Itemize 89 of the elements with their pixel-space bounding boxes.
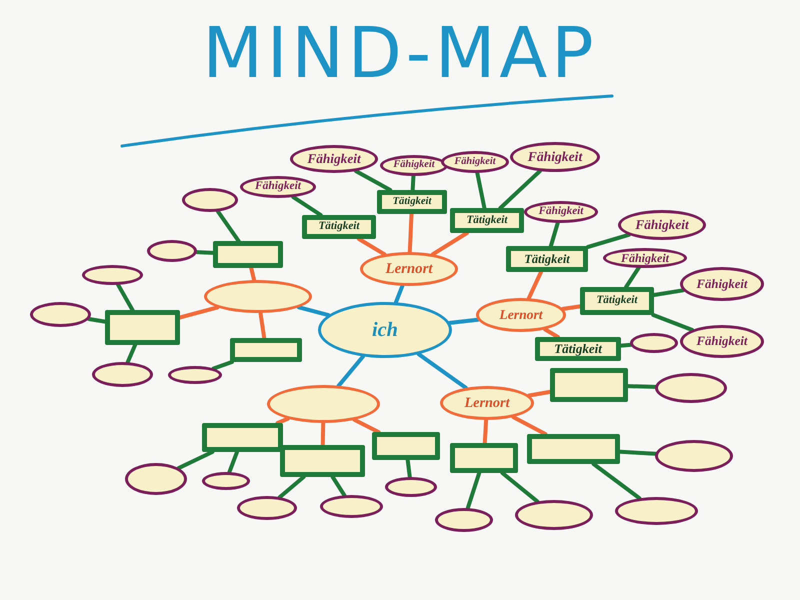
connector-line (330, 475, 346, 498)
connector-line (482, 418, 488, 445)
empty-box (550, 368, 628, 402)
activity-box (580, 287, 654, 315)
connector-line (406, 458, 412, 479)
connector-line (619, 342, 632, 348)
connector-line (626, 384, 658, 389)
activity-box (302, 215, 376, 239)
connector-line (276, 416, 290, 425)
skill-ellipse (441, 151, 509, 173)
connector-line (498, 169, 542, 210)
node-label: Tätigkeit (554, 342, 602, 356)
connector-line (291, 195, 323, 217)
connector-line (176, 450, 214, 470)
connector-line (410, 174, 416, 192)
connector-line (651, 313, 694, 332)
connector-line (618, 450, 658, 456)
connector-line (227, 450, 239, 474)
skill-ellipse (290, 145, 378, 173)
node-label: Lernort (386, 262, 432, 276)
connector-line (258, 311, 266, 340)
node-label: Fähigkeit (620, 252, 669, 264)
connector-line (320, 421, 326, 447)
connector-line (586, 232, 631, 249)
connector-line (212, 360, 234, 370)
node-label: Fähigkeit (696, 278, 748, 290)
node-label: Fähigkeit (393, 160, 435, 171)
skill-ellipse (380, 155, 448, 176)
empty-ellipse (125, 463, 187, 495)
connector-line (527, 390, 552, 398)
node-label: Fähigkeit (528, 150, 582, 164)
activity-box (450, 208, 524, 233)
connector-line (548, 221, 560, 248)
empty-ellipse (168, 366, 222, 384)
empty-ellipse (202, 472, 250, 490)
skill-ellipse (524, 201, 598, 223)
node-label: Lernort (499, 308, 543, 322)
activity-box (506, 246, 588, 272)
activity-box (377, 190, 447, 214)
node-label: Tätigkeit (596, 295, 638, 307)
empty-box (372, 432, 440, 460)
activity-box (535, 337, 621, 361)
title: MIND-MAP (201, 18, 599, 88)
empty-ellipse (82, 265, 143, 285)
node-label: Tätigkeit (318, 221, 360, 233)
empty-box (527, 434, 620, 464)
node-label: Tätigkeit (392, 196, 432, 208)
connector-line (216, 210, 241, 243)
empty-ellipse (237, 496, 297, 520)
node-label: ich (372, 320, 398, 340)
connector-line (178, 305, 220, 320)
empty-box (280, 445, 365, 477)
empty-box (105, 310, 180, 345)
skill-ellipse (680, 325, 764, 358)
node-label: Tätigkeit (466, 214, 508, 226)
empty-ellipse (30, 302, 91, 327)
connector-line (475, 171, 486, 210)
connector-line (652, 288, 685, 297)
node-label: Tätigkeit (524, 252, 570, 266)
node-label: Fähigkeit (254, 181, 301, 193)
connector-line (296, 305, 330, 318)
node-label: Fähigkeit (538, 206, 584, 218)
node-label: Fähigkeit (635, 218, 689, 232)
empty-ellipse (147, 240, 197, 262)
connector-line (394, 284, 404, 304)
connector-line (86, 317, 107, 324)
empty-box (202, 423, 283, 452)
empty-ellipse (435, 508, 493, 532)
connector-line (194, 250, 215, 255)
node-label: Fähigkeit (307, 152, 361, 166)
skill-ellipse (618, 210, 706, 240)
empty-box (230, 338, 302, 362)
node-label: Lernort (464, 396, 510, 410)
connector-line (526, 270, 543, 300)
empty-box (450, 443, 518, 473)
empty-ellipse (182, 188, 238, 212)
connector-line (466, 471, 482, 510)
connector-line (624, 266, 641, 289)
connector-line (408, 212, 414, 254)
node-label: Fähigkeit (696, 335, 748, 348)
empty-box (213, 241, 283, 268)
skill-ellipse (510, 142, 600, 172)
empty-ellipse (385, 477, 437, 497)
empty-ellipse (630, 333, 678, 353)
connector-line (249, 266, 256, 282)
connector-line (126, 343, 138, 364)
node-label: Fähigkeit (454, 156, 496, 168)
skill-ellipse (240, 176, 316, 198)
connector-line (116, 282, 134, 312)
